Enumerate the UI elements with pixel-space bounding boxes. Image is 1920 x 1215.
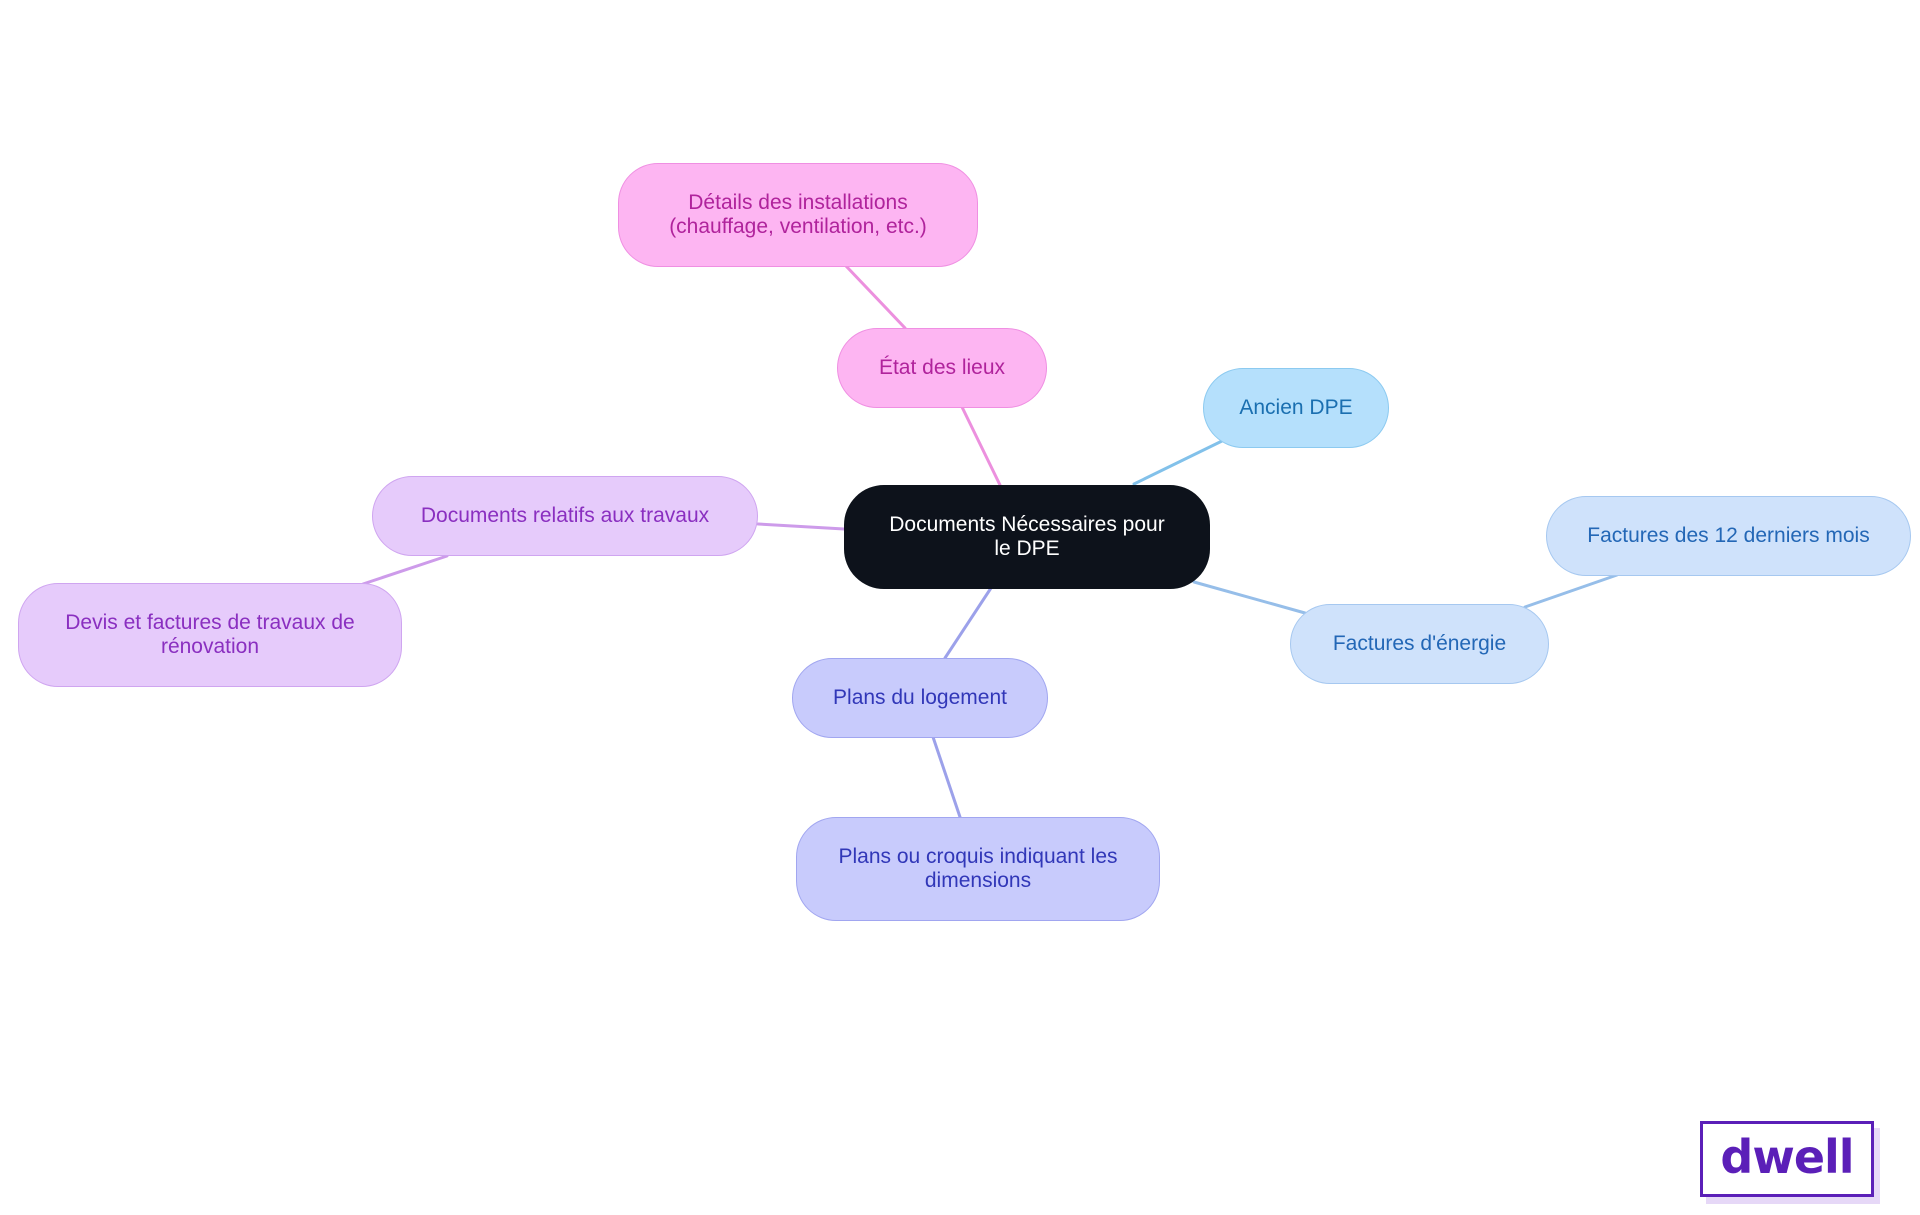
connector-line	[1192, 580, 1307, 615]
leaf-node-label: Devis et factures de travaux de rénovati…	[65, 611, 355, 658]
dwell-logo: dwell	[1700, 1121, 1874, 1197]
branch-node-etat-des-lieux: État des lieux	[837, 328, 1047, 408]
leaf-node-devis-factures: Devis et factures de travaux de rénovati…	[18, 583, 402, 687]
branch-node-label: Documents relatifs aux travaux	[420, 504, 710, 527]
connector-line	[844, 264, 907, 330]
leaf-node-label: Factures des 12 derniers mois	[1587, 524, 1870, 547]
leaf-node-label: Plans ou croquis indiquant les dimension…	[838, 845, 1118, 892]
dwell-logo-text: dwell	[1720, 1130, 1854, 1184]
leaf-node-plans-croquis: Plans ou croquis indiquant les dimension…	[796, 817, 1160, 921]
root-node: Documents Nécessaires pour le DPE	[844, 485, 1210, 589]
branch-node-label: Plans du logement	[833, 686, 1007, 709]
connector-line	[1523, 573, 1619, 609]
connector-line	[960, 405, 1002, 487]
branch-node-label: Ancien DPE	[1239, 396, 1353, 419]
branch-node-documents-travaux: Documents relatifs aux travaux	[372, 476, 758, 556]
branch-node-factures-energie: Factures d'énergie	[1290, 604, 1549, 684]
connector-line	[931, 735, 962, 819]
connector-line	[1132, 439, 1224, 486]
connector-line	[361, 554, 449, 586]
branch-node-label: Factures d'énergie	[1332, 632, 1507, 655]
leaf-node-factures-12-mois: Factures des 12 derniers mois	[1546, 496, 1911, 576]
leaf-node-label: Détails des installations (chauffage, ve…	[669, 191, 927, 238]
root-node-label: Documents Nécessaires pour le DPE	[889, 513, 1165, 560]
connector-line	[943, 586, 993, 660]
leaf-node-details-installations: Détails des installations (chauffage, ve…	[618, 163, 978, 267]
branch-node-ancien-dpe: Ancien DPE	[1203, 368, 1389, 448]
branch-node-plans-logement: Plans du logement	[792, 658, 1048, 738]
connector-line	[756, 522, 846, 531]
branch-node-label: État des lieux	[878, 356, 1006, 379]
